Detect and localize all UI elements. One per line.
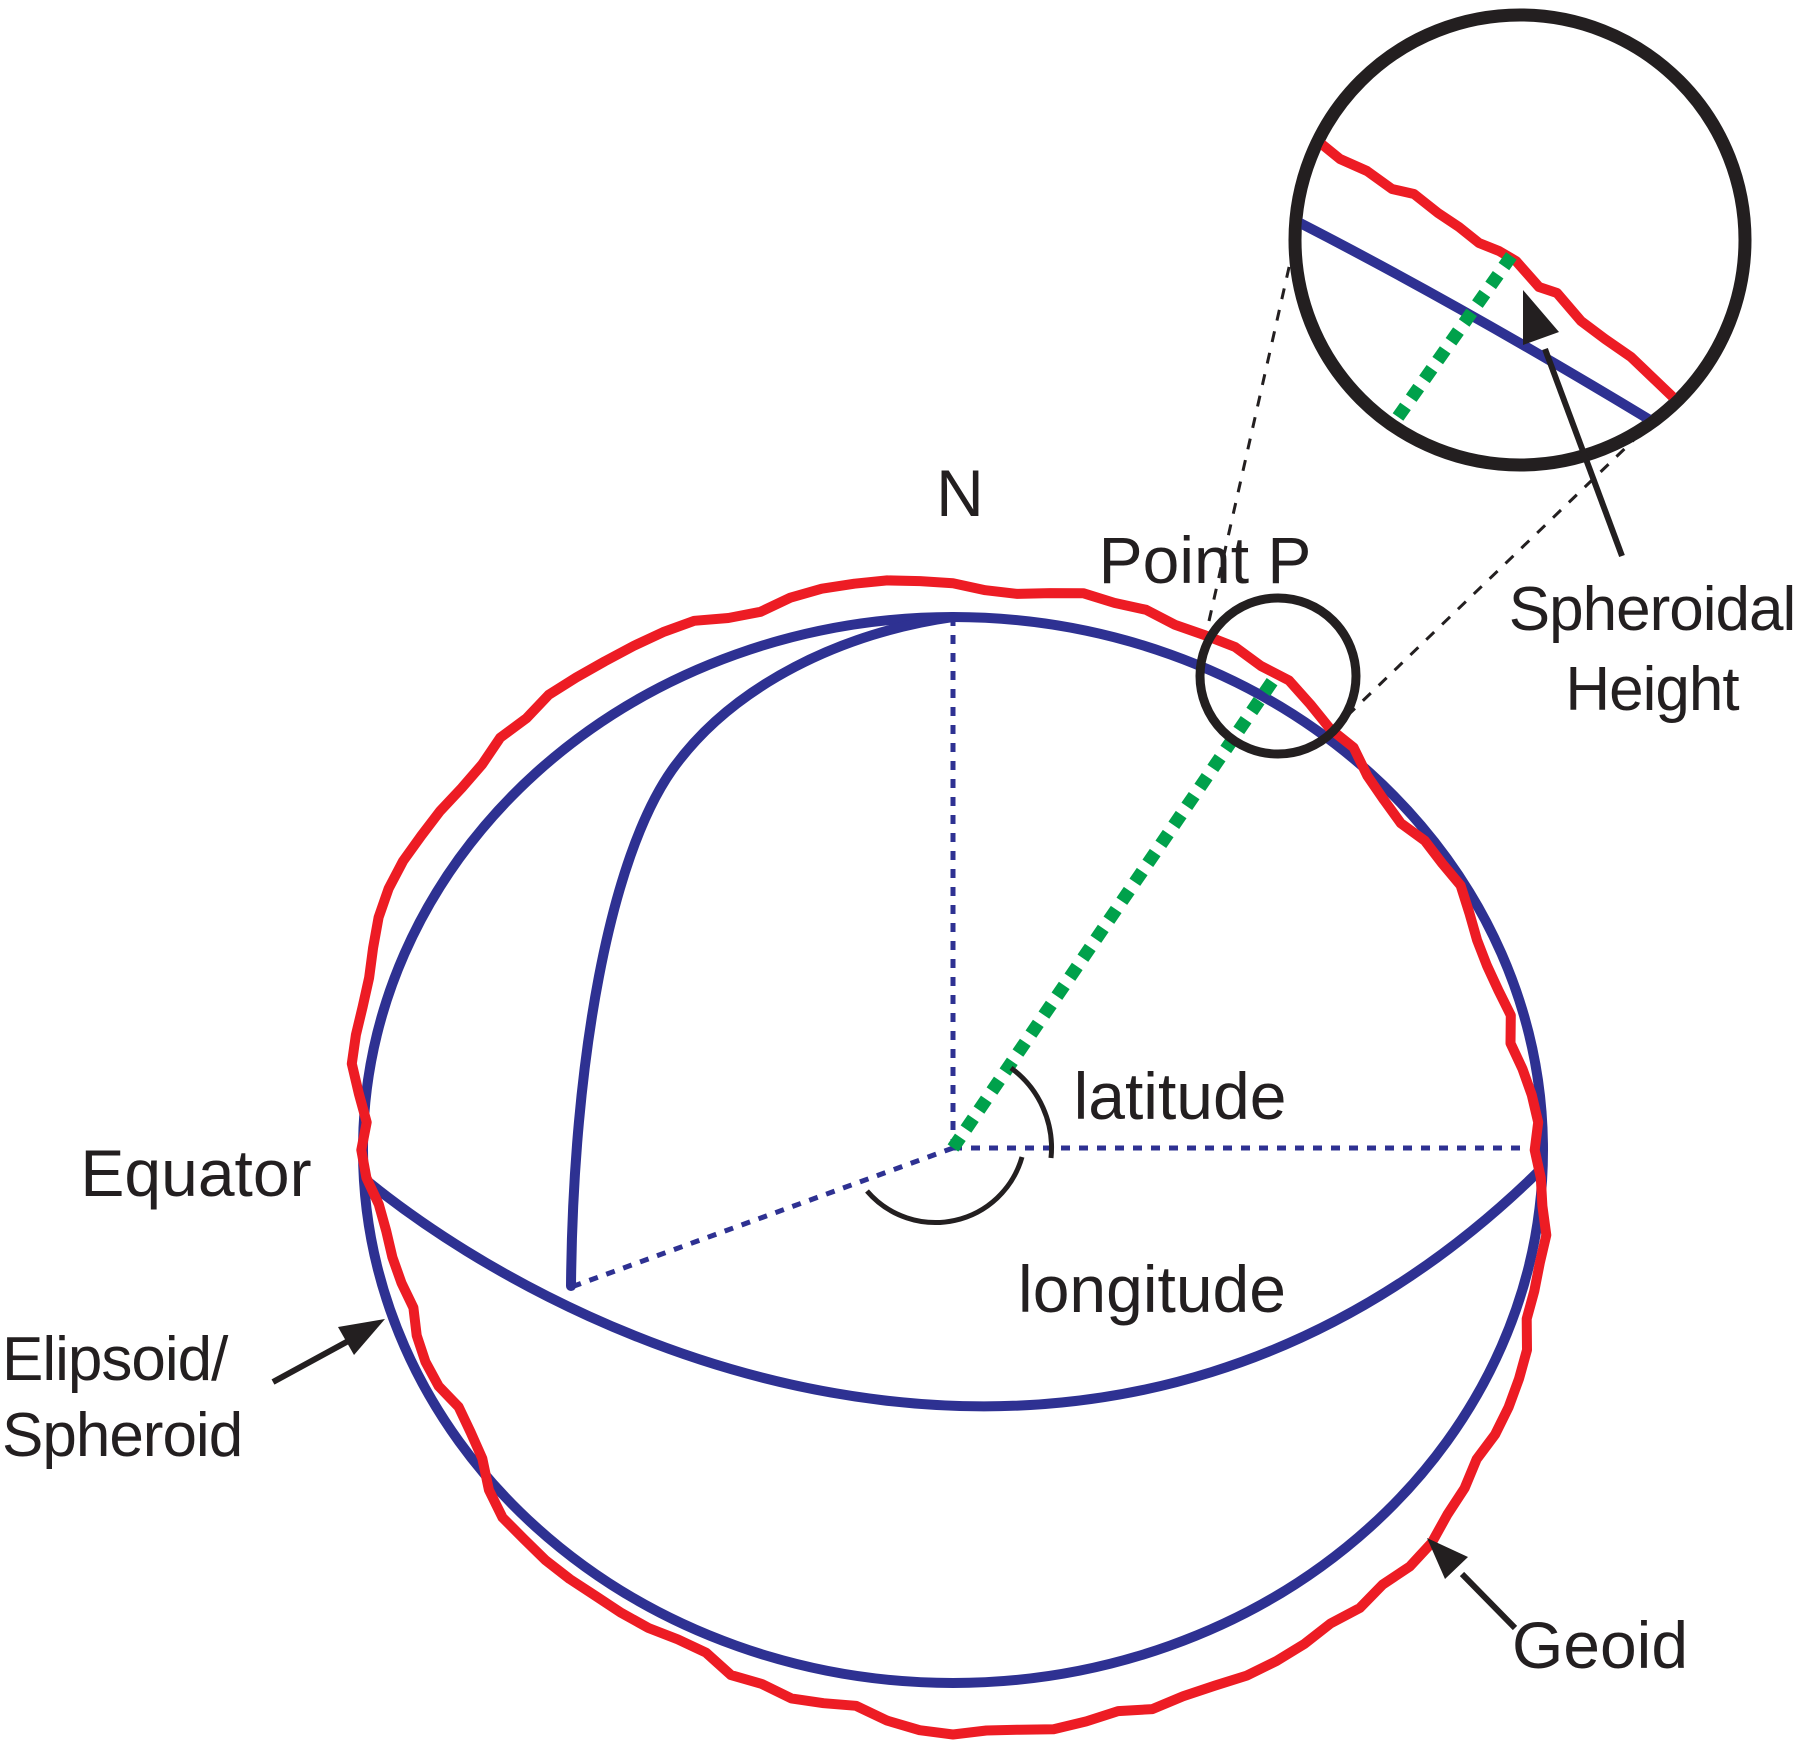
magnifier-group <box>1195 8 1752 759</box>
equatorial-radius-front-dashed <box>573 1145 954 1289</box>
geoid-arrow-head <box>1427 1538 1468 1579</box>
label-arrows <box>271 1319 1518 1631</box>
magnifier-connector-lower <box>1345 430 1644 718</box>
ellipsoid-arrow-head <box>338 1319 385 1355</box>
inset-geoid-line <box>1303 128 1705 427</box>
ellipsoid-arrow-line <box>271 1336 354 1385</box>
labels-group: N Point P latitude longitude Equator Eli… <box>2 456 1796 1682</box>
geoid-line <box>346 575 1552 1740</box>
inset-spheroidal-height-dotted <box>1392 251 1518 421</box>
geoid-arrow-line <box>1459 1571 1518 1631</box>
spheroidal-height-label-line1: Spheroidal <box>1509 575 1795 644</box>
latitude-label: latitude <box>1074 1059 1287 1133</box>
meridian-arc <box>566 612 958 1291</box>
magnifier-connector-upper <box>1207 231 1299 622</box>
equator-arc <box>361 1167 1543 1412</box>
ellipsoid-label-line1: Elipsoid/ <box>2 1325 229 1394</box>
point-p-circle <box>1195 593 1361 759</box>
spheroidal-height-label-line2: Height <box>1565 655 1739 724</box>
point-p-label: Point P <box>1099 523 1312 597</box>
main-sphere-group <box>346 575 1552 1740</box>
inset-content <box>1301 128 1705 427</box>
spheroidal-height-arrow-head <box>1523 290 1559 345</box>
equator-label: Equator <box>80 1136 311 1210</box>
longitude-label: longitude <box>1018 1252 1286 1326</box>
inset-circle <box>1288 8 1752 472</box>
longitude-angle-arc <box>865 1156 1025 1226</box>
north-pole-label: N <box>936 456 984 530</box>
geoid-label: Geoid <box>1512 1608 1688 1682</box>
ellipsoid-label-line2: Spheroid <box>2 1401 242 1470</box>
radius-to-point-p-dotted <box>947 672 1282 1152</box>
spheroidal-height-arrow-line <box>1542 347 1625 558</box>
latitude-angle-arc <box>1009 1065 1054 1159</box>
